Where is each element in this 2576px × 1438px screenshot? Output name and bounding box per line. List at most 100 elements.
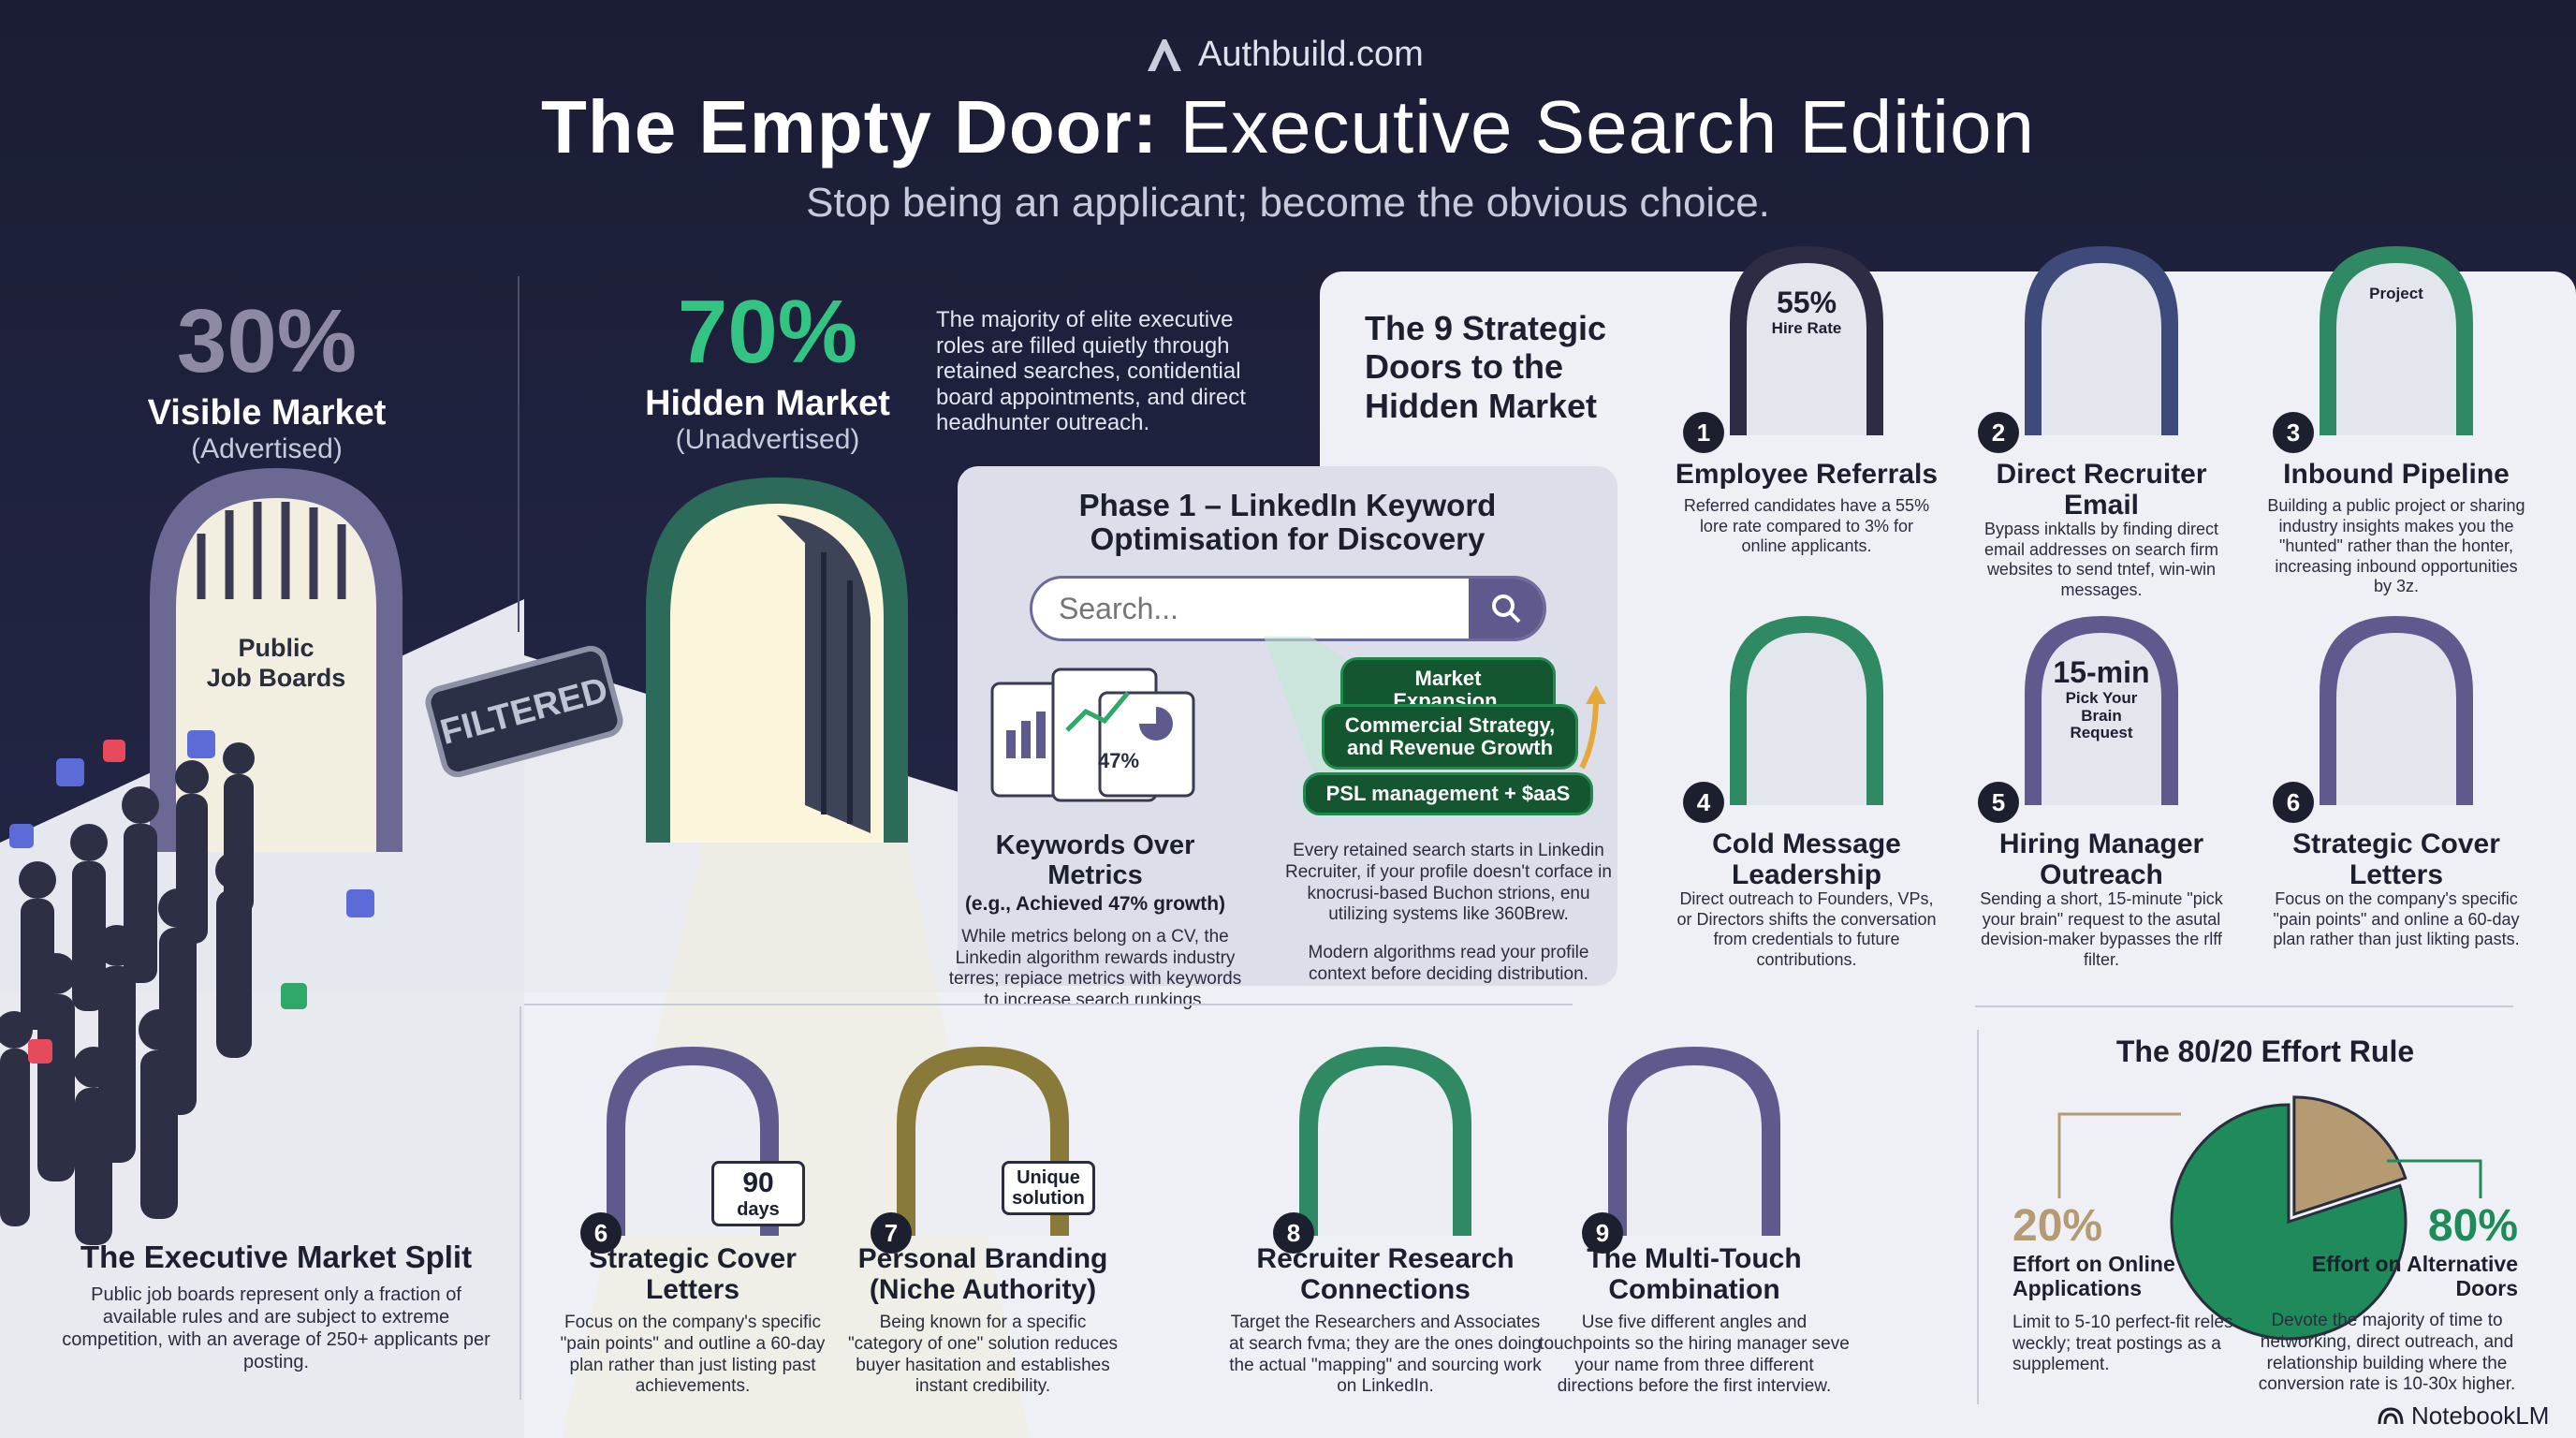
door-title: Hiring Manager Outreach xyxy=(1998,829,2204,890)
door-icon xyxy=(2025,246,2178,435)
hidden-market-door xyxy=(646,477,908,843)
authbuild-logo-icon xyxy=(1148,39,1181,71)
door-card-6: 6 Strategic Cover Letters Focus on the c… xyxy=(2256,609,2537,974)
door-card-4: 4 Cold Message Leadership Direct outreac… xyxy=(1666,609,1947,974)
door-icon xyxy=(1730,616,1883,805)
bottom-door-icon xyxy=(1299,1047,1471,1236)
effort-divider-horizontal xyxy=(1975,1005,2513,1007)
pie-slice-1 xyxy=(2170,1103,2408,1341)
bottom-card-title: Strategic Cover Letters xyxy=(589,1243,797,1305)
keywords-text: While metrics belong on a CV, the Linked… xyxy=(948,926,1242,1011)
door-badge-label: Hire Rate xyxy=(1771,319,1842,337)
bottom-card-badge-label: Unique solution xyxy=(1012,1167,1085,1209)
door-card-3: 3 Inbound Pipeline Building a public pro… xyxy=(2256,239,2537,604)
keywords-sub: (e.g., Achieved 47% growth) xyxy=(964,892,1226,915)
page-title: The Empty Door: Executive Search Edition xyxy=(0,84,2576,170)
door-badge: Project xyxy=(2345,285,2448,303)
section-divider-horizontal xyxy=(524,1004,1573,1005)
metrics-documents-icon xyxy=(990,668,1195,802)
hidden-market-pct: 70% xyxy=(677,282,858,382)
door-label-line-2: Job Boards xyxy=(206,664,346,693)
door-card-5: 5 Hiring Manager Outreach Sending a shor… xyxy=(1961,609,2242,974)
effort-right-label: Effort on Alternative Doors xyxy=(2311,1252,2518,1301)
door-text: Bypass inktalls by finding direct email … xyxy=(1983,520,2219,599)
bottom-card-title: Personal Branding (Niche Authority) xyxy=(857,1243,1108,1305)
bottom-card-number: 6 xyxy=(580,1212,622,1254)
effort-pie-chart xyxy=(2170,1095,2408,1341)
door-title: Cold Message Leadership xyxy=(1712,829,1901,890)
bottom-card-title: Recruiter Research Connections xyxy=(1256,1243,1515,1305)
door-label-line-1: Public xyxy=(238,634,315,662)
effort-right-pct: 80% xyxy=(2427,1201,2518,1251)
door-text: Sending a short, 15-minute "pick your br… xyxy=(1980,889,2223,969)
bottom-card-7: 7 Personal Branding (Niche Authority) Be… xyxy=(842,1039,1123,1414)
page-title-bold: The Empty Door: xyxy=(540,85,1159,169)
door-text: Building a public project or sharing ind… xyxy=(2267,496,2525,596)
keywords-block: Keywords Over Metrics (e.g., Achieved 47… xyxy=(945,830,1245,1012)
visible-market-sub: (Advertised) xyxy=(191,433,343,464)
bottom-card-number: 7 xyxy=(871,1212,912,1254)
bottom-card-title: The Multi-Touch Combination xyxy=(1587,1243,1802,1305)
phase1-title-line-1: Phase 1 – LinkedIn Keyword xyxy=(1078,488,1497,522)
visible-market-pct: 30% xyxy=(176,291,358,391)
hidden-market-label: Hidden Market xyxy=(645,384,890,423)
door-card-1: 1 Employee Referrals Referred candidates… xyxy=(1666,239,1947,604)
search-button[interactable] xyxy=(1469,579,1544,638)
door-text: Direct outreach to Founders, VPs, or Dir… xyxy=(1676,889,1937,969)
door-label: Public Job Boards xyxy=(178,633,374,694)
bottom-card-badge: Unique solution xyxy=(1002,1161,1095,1215)
bottom-card-6: 6 Strategic Cover Letters Focus on the c… xyxy=(552,1039,833,1414)
door-number-badge: 1 xyxy=(1683,412,1724,453)
search-input[interactable] xyxy=(1032,579,1469,638)
pie-slice-0 xyxy=(2292,1095,2408,1216)
visible-market-label: Visible Market xyxy=(147,393,387,433)
door-title: Inbound Pipeline xyxy=(2283,459,2510,490)
doors-heading: The 9 Strategic Doors to the Hidden Mark… xyxy=(1365,309,1607,425)
door-badge-label: Project xyxy=(2369,285,2423,302)
effort-title: The 80/20 Effort Rule xyxy=(2115,1034,2415,1068)
door-card-2: 2 Direct Recruiter Email Bypass inktalls… xyxy=(1961,239,2242,604)
effort-divider-vertical xyxy=(1977,1030,1979,1404)
door-title: Strategic Cover Letters xyxy=(2292,829,2500,890)
bottom-card-badge-value: 90 xyxy=(742,1167,774,1198)
effort-left-label: Effort on Online Applications xyxy=(2012,1252,2175,1301)
door-icon xyxy=(2320,246,2473,435)
effort-left-block: 20% Effort on Online Applications Limit … xyxy=(2012,1200,2237,1376)
door-number-badge: 2 xyxy=(1978,412,2019,453)
visible-market-block: 30% Visible Market (Advertised) xyxy=(84,290,449,465)
growth-arrow-icon xyxy=(1579,685,1606,770)
effort-right-text-wrap: Devote the majority of time to networkin… xyxy=(2247,1311,2527,1396)
door-text: Focus on the company's specific "pain po… xyxy=(2273,889,2520,949)
linkedin-search-bar[interactable] xyxy=(1030,576,1546,641)
brand-logo: Authbuild.com xyxy=(1142,26,1442,82)
market-split-text: Public job boards represent only a fract… xyxy=(62,1284,490,1373)
effort-right-block: 80% Effort on Alternative Doors xyxy=(2256,1200,2518,1301)
bottom-card-text: Focus on the company's specific "pain po… xyxy=(560,1313,826,1397)
phase1-right-text-1: Every retained search starts in Linkedin… xyxy=(1285,841,1612,925)
market-split-title: The Executive Market Split xyxy=(80,1240,473,1274)
door-number-badge: 4 xyxy=(1683,782,1724,823)
bottom-card-8: 8 Recruiter Research Connections Target … xyxy=(1226,1039,1544,1414)
crowd-illustration xyxy=(0,730,374,1245)
keywords-title: Keywords Over Metrics xyxy=(995,830,1195,890)
hidden-market-description: The majority of elite executive roles ar… xyxy=(936,307,1246,436)
footer-brand-name: NotebookLM xyxy=(2411,1401,2550,1430)
door-number-badge: 6 xyxy=(2273,782,2314,823)
phase1-right-text: Every retained search starts in Linkedin… xyxy=(1278,841,1619,986)
phase1-title-line-2: Optimisation for Discovery xyxy=(1090,521,1486,557)
phase1-title: Phase 1 – LinkedIn Keyword Optimisation … xyxy=(958,488,1617,557)
bottom-card-text: Being known for a specific "category of … xyxy=(847,1313,1119,1397)
search-icon xyxy=(1492,594,1521,624)
bottom-door-icon xyxy=(1608,1047,1780,1236)
phase1-right-text-2: Modern algorithms read your profile cont… xyxy=(1308,943,1589,984)
door-title: Direct Recruiter Email xyxy=(1996,459,2207,521)
door-icon xyxy=(1730,246,1883,435)
bottom-card-text: Target the Researchers and Associates at… xyxy=(1229,1313,1542,1397)
page-subtitle: Stop being an applicant; become the obvi… xyxy=(806,180,1770,226)
bottom-divider-1 xyxy=(520,1006,521,1400)
footer-brand: NotebookLM xyxy=(2378,1399,2565,1432)
bottom-card-text: Use five different angles and touchpoint… xyxy=(1539,1313,1850,1397)
notebooklm-logo-icon xyxy=(2378,1407,2404,1425)
